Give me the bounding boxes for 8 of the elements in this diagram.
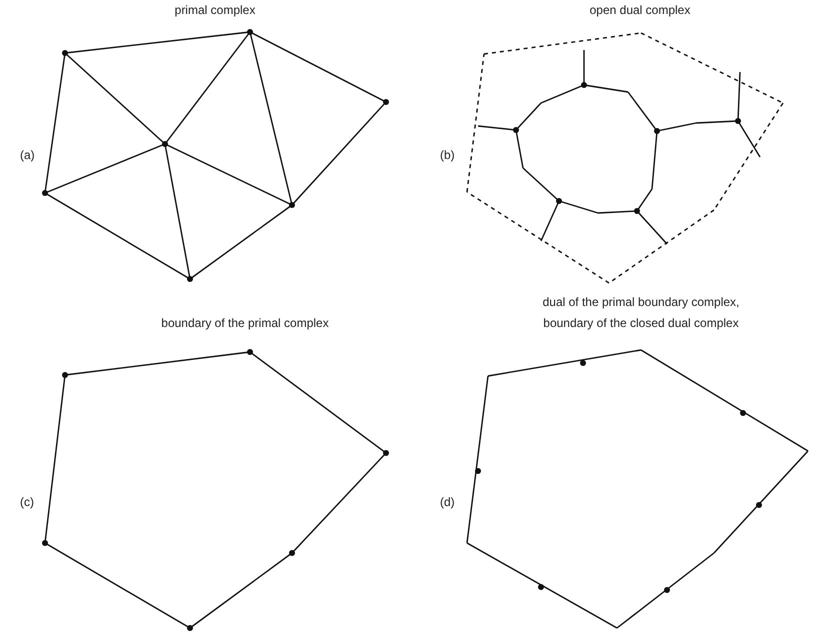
panel-label: (d) xyxy=(440,494,456,511)
panel-title: dual of the primal boundary complex, boundary of the closed dual complex xyxy=(542,294,740,332)
panel-title: open dual complex xyxy=(588,2,692,19)
panel-label: (c) xyxy=(20,494,35,511)
panel-title: boundary of the primal complex xyxy=(160,315,330,332)
panel-title: primal complex xyxy=(174,2,256,19)
panel-label: (a) xyxy=(20,147,36,164)
panel-label: (b) xyxy=(440,147,456,164)
